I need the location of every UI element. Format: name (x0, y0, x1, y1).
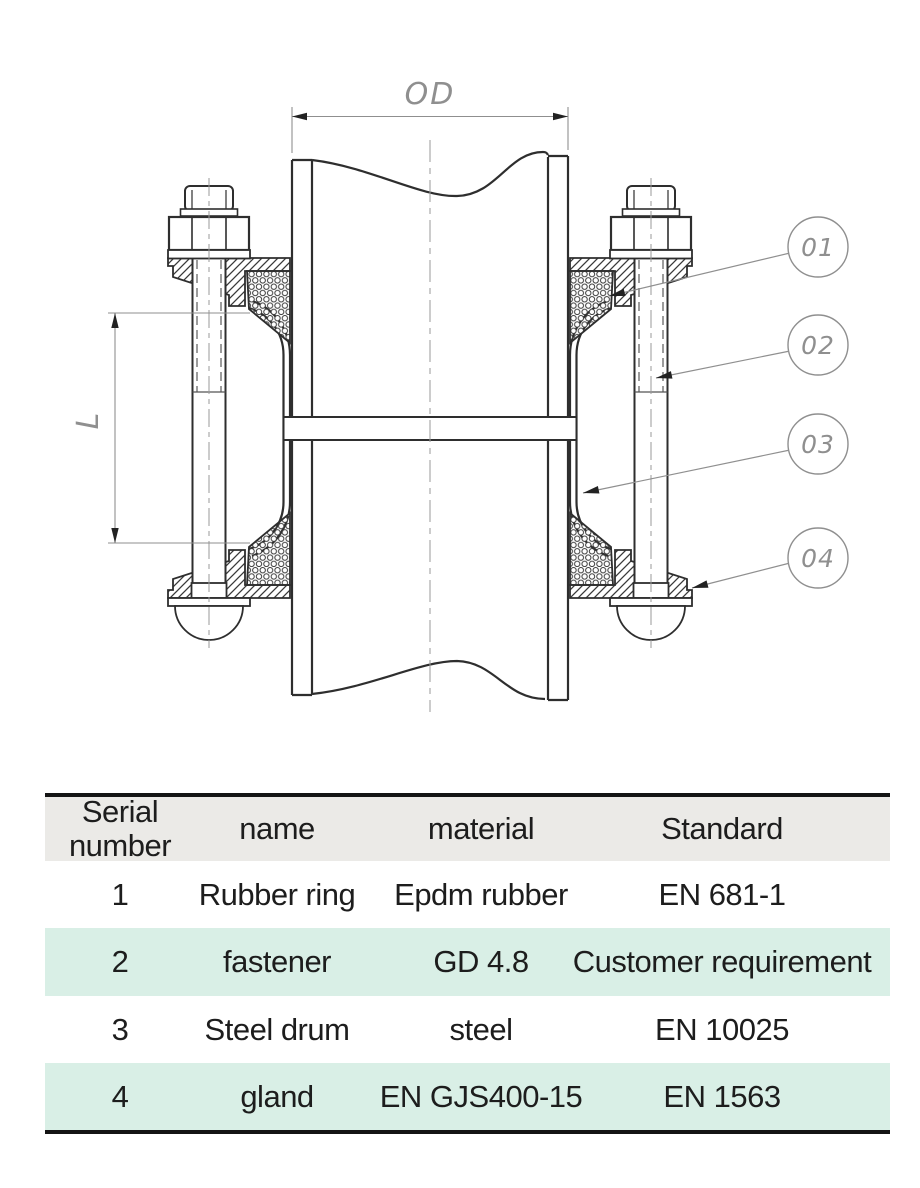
header-standard: Standard (661, 811, 783, 846)
leader-03 (582, 449, 791, 494)
cell-name: fastener (222, 944, 332, 979)
cell-material: EN GJS400-15 (379, 1078, 583, 1114)
rubber-rings (246, 270, 614, 586)
header-serial-number: Serial number (68, 794, 172, 863)
rubber-ring-top-right (569, 270, 614, 345)
table-row: 2 fastener GD 4.8 Customer requirement (45, 928, 890, 996)
callout-circle-02 (787, 314, 849, 376)
parts-table: Serial number name material Standard 1 R… (45, 793, 890, 1134)
rubber-ring-bottom-left (246, 511, 291, 586)
dimension-l: L (71, 312, 250, 544)
table-row: 3 Steel drum steel EN 10025 (45, 996, 890, 1063)
cell-material: Epdm rubber (394, 876, 568, 912)
cell-serial: 3 (111, 1011, 129, 1047)
cell-serial: 1 (111, 876, 129, 912)
leader-01 (608, 252, 791, 297)
callout-label-02: 02 (801, 331, 835, 360)
callout-balloons: 01 02 03 04 (787, 216, 849, 589)
callout-label-04: 04 (801, 544, 835, 573)
dimension-od: OD (291, 77, 569, 153)
cell-standard: EN 681-1 (658, 876, 786, 912)
table-row: 1 Rubber ring Epdm rubber EN 681-1 (45, 861, 890, 928)
dim-od-label: OD (405, 77, 456, 112)
rubber-ring-bottom-right (569, 511, 614, 586)
table-row: 4 gland EN GJS400-15 EN 1563 (45, 1063, 890, 1130)
cell-material: steel (449, 1011, 513, 1047)
rubber-ring-top-left (246, 270, 291, 345)
cell-serial: 4 (111, 1078, 129, 1114)
callout-label-03: 03 (801, 430, 835, 459)
cell-material: GD 4.8 (433, 944, 529, 979)
fastener-bolt-right (609, 178, 693, 648)
cell-standard: EN 1563 (663, 1078, 781, 1114)
leader-04 (691, 562, 791, 589)
header-name: name (239, 811, 315, 846)
cell-standard: Customer requirement (572, 944, 872, 979)
cell-name: gland (240, 1078, 314, 1114)
fastener-bolt-left (167, 178, 251, 648)
header-material: material (427, 811, 535, 846)
cell-standard: EN 10025 (655, 1011, 789, 1047)
table-bottom-border (45, 1130, 890, 1134)
table-header-row: Serial number name material Standard (45, 795, 890, 863)
leader-02 (655, 350, 791, 379)
table-top-border (45, 793, 890, 797)
cell-serial: 2 (111, 944, 129, 979)
pipe (290, 150, 570, 702)
cell-name: Rubber ring (198, 876, 356, 912)
callout-circle-04 (787, 527, 849, 589)
callout-circle-01 (787, 216, 849, 278)
coupling-section-drawing: OD L 01 02 03 04 (71, 77, 849, 712)
dim-l-label: L (71, 411, 106, 430)
callout-leaders (582, 252, 791, 589)
cell-name: Steel drum (204, 1011, 350, 1047)
callout-label-01: 01 (801, 233, 835, 262)
callout-circle-03 (787, 413, 849, 475)
